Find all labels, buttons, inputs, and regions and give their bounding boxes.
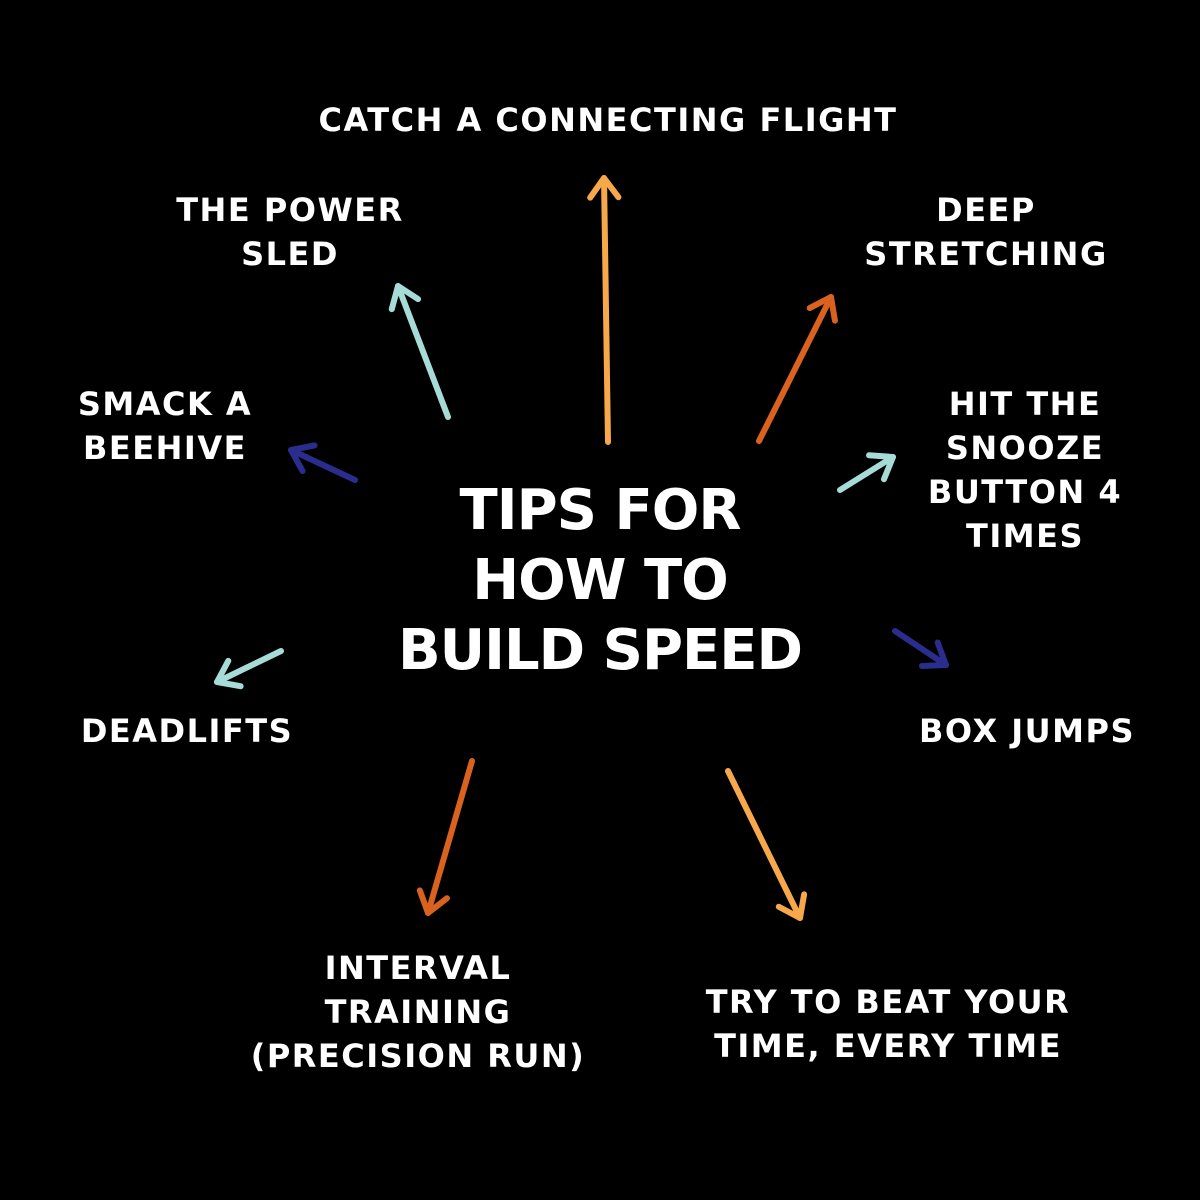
- main-title: TIPS FOR HOW TO BUILD SPEED: [300, 476, 900, 686]
- tip-line: BUTTON 4: [927, 473, 1123, 511]
- tip-line: TIME, EVERY TIME: [714, 1027, 1062, 1065]
- arrow-shaft: [214, 648, 284, 685]
- arrow-head: [288, 442, 318, 475]
- tip-power-sled: THE POWER SLED: [160, 188, 420, 276]
- tip-line: SNOOZE: [945, 429, 1105, 467]
- tip-line: DEEP: [936, 191, 1036, 229]
- arrow-shaft: [892, 628, 949, 668]
- arrow-to-connecting-flight: [587, 175, 622, 445]
- tip-deep-stretching: DEEP STRETCHING: [846, 188, 1126, 276]
- tip-line: TRAINING: [324, 993, 512, 1031]
- arrow-shaft: [601, 175, 611, 445]
- title-line: BUILD SPEED: [397, 618, 803, 683]
- tip-line: THE POWER: [176, 191, 404, 229]
- arrow-head: [775, 891, 808, 921]
- arrow-head: [587, 175, 622, 201]
- arrow-to-deep-stretching: [756, 294, 838, 444]
- tip-connecting-flight: CATCH A CONNECTING FLIGHT: [308, 98, 908, 142]
- tip-box-jumps: BOX JUMPS: [900, 709, 1154, 753]
- tip-line: INTERVAL: [324, 949, 512, 987]
- tip-deadlifts: DEADLIFTS: [60, 709, 314, 753]
- title-line: HOW TO: [472, 548, 729, 613]
- tip-line: TIMES: [966, 517, 1084, 555]
- tip-line: STRETCHING: [864, 235, 1108, 273]
- arrow-to-interval-training: [416, 758, 475, 916]
- arrow-shaft: [756, 294, 834, 444]
- arrow-to-snooze: [837, 452, 896, 493]
- arrow-head: [866, 452, 896, 483]
- arrow-to-beehive: [288, 442, 358, 483]
- arrow-shaft: [425, 758, 475, 916]
- arrow-head: [388, 283, 422, 313]
- arrow-head: [919, 639, 949, 669]
- tip-line: TRY TO BEAT YOUR: [705, 983, 1071, 1021]
- tip-snooze: HIT THE SNOOZE BUTTON 4 TIMES: [910, 382, 1140, 558]
- arrow-shaft: [395, 283, 451, 420]
- tip-line: BOX JUMPS: [919, 712, 1135, 750]
- tip-line: HIT THE: [948, 385, 1102, 423]
- arrow-head: [806, 294, 838, 324]
- tip-line: DEADLIFTS: [80, 712, 294, 750]
- arrow-shaft: [837, 454, 896, 493]
- arrow-to-deadlifts: [214, 648, 284, 690]
- tip-line: BEEHIVE: [83, 429, 247, 467]
- tip-line: SMACK A: [77, 385, 253, 423]
- tip-line: (PRECISION RUN): [250, 1037, 586, 1075]
- tip-beat-your-time: TRY TO BEAT YOUR TIME, EVERY TIME: [688, 980, 1088, 1068]
- arrow-shaft: [288, 447, 358, 483]
- arrow-head: [416, 887, 450, 916]
- arrow-shaft: [725, 768, 803, 921]
- tip-line: CATCH A CONNECTING FLIGHT: [318, 101, 898, 139]
- tip-interval-training: INTERVAL TRAINING (PRECISION RUN): [218, 946, 618, 1078]
- arrow-to-beat-your-time: [725, 768, 808, 921]
- arrow-to-box-jumps: [892, 628, 949, 669]
- arrow-to-power-sled: [388, 283, 451, 420]
- arrow-head: [214, 657, 244, 690]
- tip-beehive: SMACK A BEEHIVE: [60, 382, 270, 470]
- tip-line: SLED: [241, 235, 339, 273]
- title-line: TIPS FOR: [459, 478, 742, 543]
